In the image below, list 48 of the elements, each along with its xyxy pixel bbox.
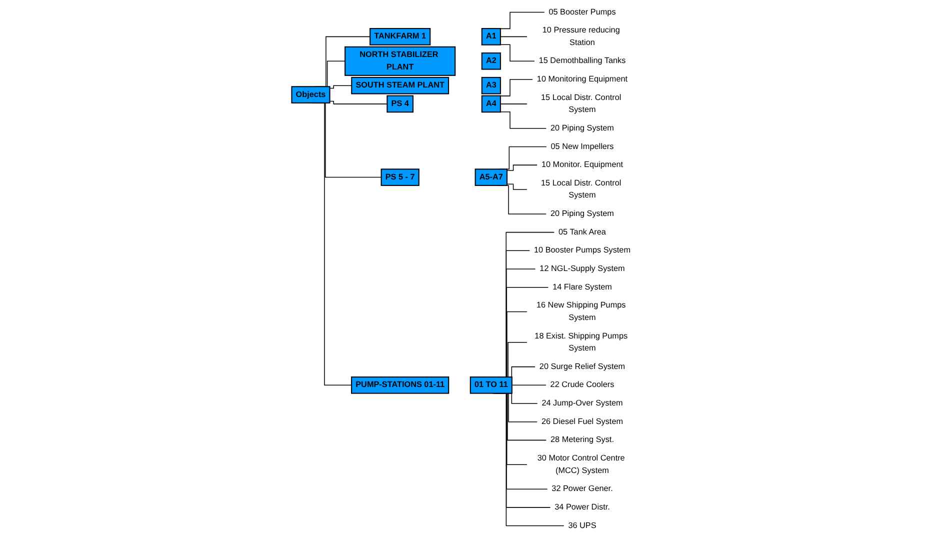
node-box: A1 xyxy=(481,28,501,46)
connector xyxy=(500,112,547,129)
node-box: PS 5 - 7 xyxy=(380,168,420,186)
node-box: PUMP-STATIONS 01-11 xyxy=(351,376,450,394)
node-box: A5-A7 xyxy=(474,168,508,186)
connector xyxy=(500,12,546,30)
node-text: 36 UPS xyxy=(568,521,596,530)
node-text: 20 Surge Relief System xyxy=(539,362,626,371)
node-text: 10 Pressure reducing Station xyxy=(542,26,620,47)
node-box: PS 4 xyxy=(386,95,414,113)
node-text: 05 Tank Area xyxy=(558,228,606,236)
node-text: 10 Booster Pumps System xyxy=(534,246,630,255)
connector xyxy=(500,44,536,62)
node-box: A4 xyxy=(481,95,501,113)
node-text: 26 Diesel Fuel System xyxy=(541,417,624,426)
node-text: 22 Crude Coolers xyxy=(550,380,614,390)
connector xyxy=(329,100,388,104)
node-text: 16 New Shipping Pumps System xyxy=(536,301,626,322)
connector xyxy=(506,184,528,190)
node-box: TANKFARM 1 xyxy=(370,28,431,46)
node-text: 05 New Impellers xyxy=(550,142,614,151)
node-box: A3 xyxy=(481,76,501,94)
node-text: 10 Monitoring Equipment xyxy=(536,74,628,84)
node-text: 15 Demothballing Tanks xyxy=(538,56,626,66)
node-text: 14 Flare System xyxy=(552,282,612,292)
node-text: 20 Piping System xyxy=(550,124,614,132)
node-text: 20 Piping System xyxy=(550,209,614,218)
node-box: SOUTH STEAM PLANT xyxy=(351,76,450,94)
node-box: A2 xyxy=(481,52,501,70)
node-box: Objects xyxy=(291,86,330,104)
node-text: 24 Jump-Over System xyxy=(542,398,623,408)
node-text: 15 Local Distr. Control System xyxy=(541,178,622,200)
node-box: NORTH STABILIZER PLANT xyxy=(344,46,456,76)
node-text: 05 Booster Pumps xyxy=(548,8,616,16)
node-box: 01 TO 11 xyxy=(470,376,512,394)
node-text: 30 Motor Control Centre (MCC) System xyxy=(537,454,625,475)
connector xyxy=(500,79,534,96)
node-text: 34 Power Distr. xyxy=(554,502,610,512)
connector xyxy=(329,85,352,89)
node-text: 10 Monitor. Equipment xyxy=(541,160,624,170)
node-text: 28 Metering Syst. xyxy=(550,436,614,444)
node-text: 32 Power Gener. xyxy=(552,484,613,494)
node-text: 12 NGL-Supply System xyxy=(540,264,625,274)
node-text: 18 Exist. Shipping Pumps System xyxy=(534,332,628,353)
node-text: 15 Local Distr. Control System xyxy=(541,93,622,114)
connector xyxy=(500,36,528,38)
connector xyxy=(506,164,538,171)
connector xyxy=(512,384,547,386)
